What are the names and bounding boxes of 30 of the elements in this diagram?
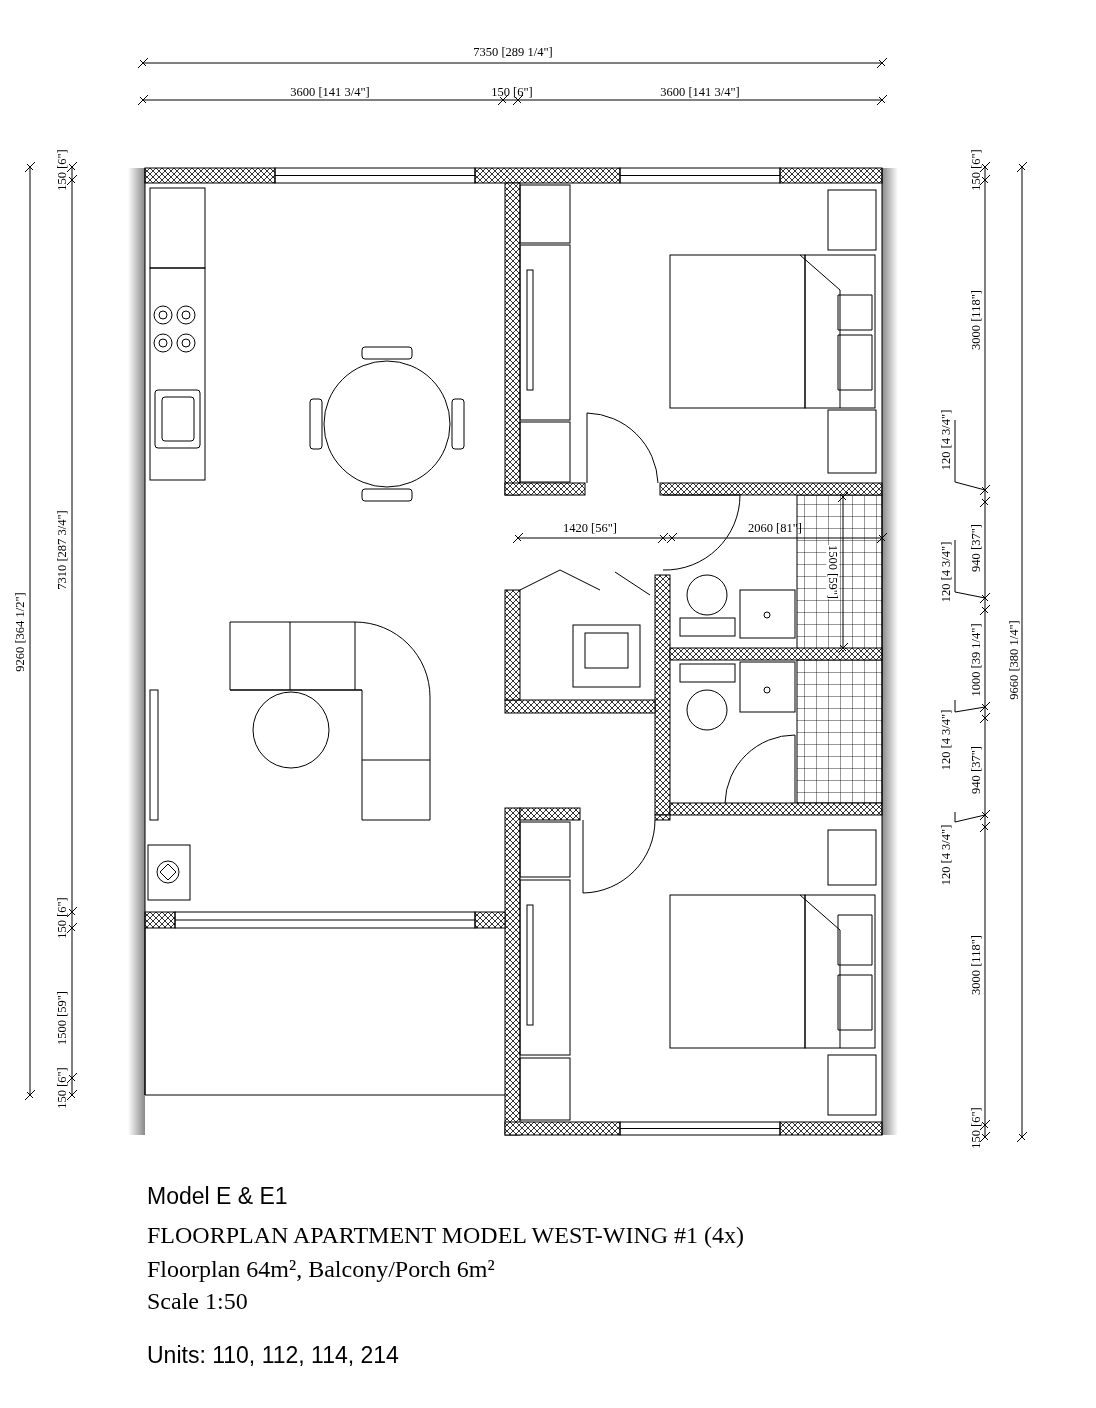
plan-title: FLOORPLAN APARTMENT MODEL WEST-WING #1 (4x) <box>147 1222 745 1249</box>
dimension-label: 3600 [141 3/4"] <box>660 85 740 99</box>
dimension-label: 9260 [364 1/2"] <box>13 592 27 672</box>
dimension-label: 2060 [81"] <box>747 521 803 535</box>
dimension-label: 150 [6"] <box>969 149 983 191</box>
dimension-label: 120 [4 3/4"] <box>939 709 953 771</box>
units-note: Units: 110, 112, 114, 214 <box>147 1343 399 1369</box>
dimension-label: 120 [4 3/4"] <box>939 824 953 886</box>
dimension-label: 150 [6"] <box>969 1107 983 1149</box>
scale-note: Scale 1:50 <box>147 1288 248 1315</box>
dimension-label: 150 [6"] <box>55 149 69 191</box>
dimension-label: 1500 [59"] <box>55 990 69 1046</box>
dimension-label: 1420 [56"] <box>562 521 618 535</box>
dimension-label: 120 [4 3/4"] <box>939 409 953 471</box>
dimension-label: 3600 [141 3/4"] <box>290 85 370 99</box>
dimension-label: 940 [37"] <box>969 746 983 794</box>
dimension-label: 150 [6"] <box>491 85 533 99</box>
dimension-label: 7310 [287 3/4"] <box>55 510 69 590</box>
dimension-label: 3000 [118"] <box>969 290 983 350</box>
dimension-label: 150 [6"] <box>55 1067 69 1109</box>
model-title: Model E & E1 <box>147 1184 288 1210</box>
dimension-label: 120 [4 3/4"] <box>939 541 953 603</box>
dimension-label: 940 [37"] <box>969 524 983 572</box>
dimension-label: 7350 [289 1/4"] <box>473 45 553 59</box>
dimension-label: 1000 [39 1/4"] <box>969 623 983 697</box>
dimension-label: 1500 [59"] <box>826 544 840 600</box>
dimension-label: 3000 [118"] <box>969 935 983 995</box>
dimension-label: 150 [6"] <box>55 897 69 939</box>
dimension-label: 9660 [380 1/4"] <box>1007 620 1021 700</box>
area-note: Floorplan 64m², Balcony/Porch 6m² <box>147 1256 495 1283</box>
